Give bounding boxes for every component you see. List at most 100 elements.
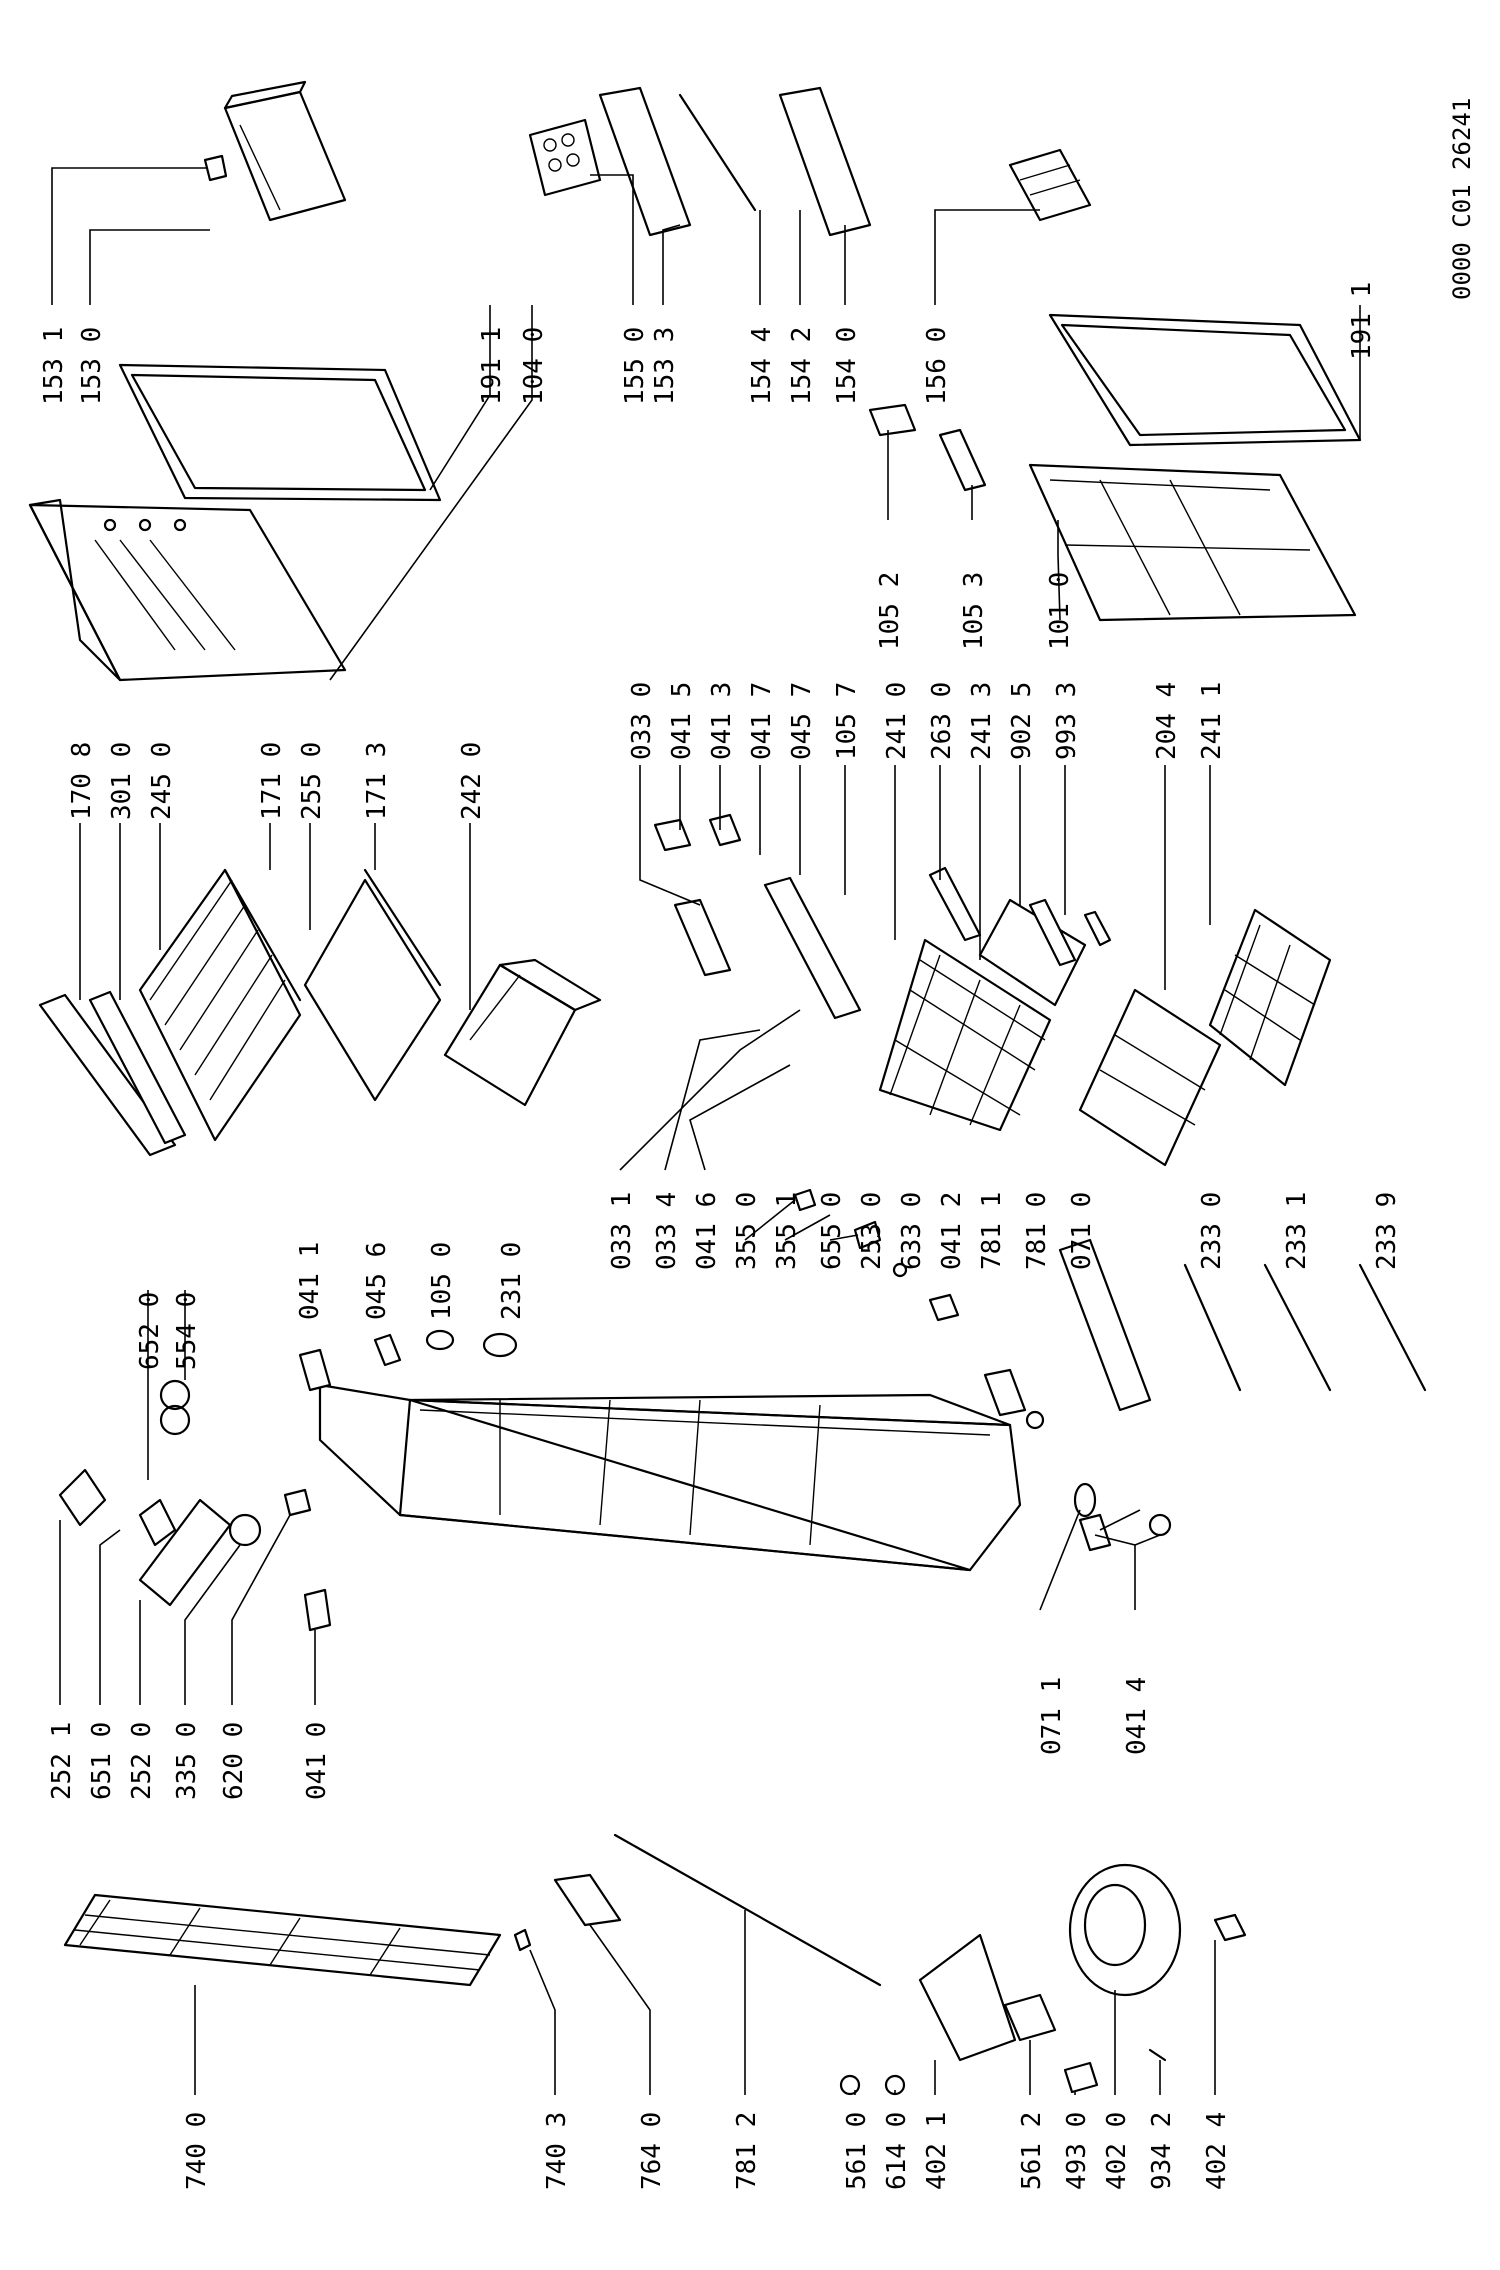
part-041-2	[928, 1293, 960, 1322]
label-204-4: 204 4	[1152, 682, 1182, 760]
label-155-0: 155 0	[620, 327, 650, 405]
label-781-0: 781 0	[1022, 1192, 1052, 1270]
part-633-0	[892, 1262, 908, 1278]
bulb-620-0	[283, 1488, 312, 1517]
hinge-105-3	[938, 428, 987, 492]
label-402-0: 402 0	[1102, 2112, 1132, 2190]
label-041-6: 041 6	[692, 1192, 722, 1270]
label-263-0: 263 0	[927, 682, 957, 760]
flap-902-5	[1028, 898, 1077, 967]
label-101-0: 101 0	[1045, 572, 1075, 650]
rod-154-4	[678, 93, 757, 212]
label-242-0: 242 0	[457, 742, 487, 820]
label-652-0: 652 0	[135, 1292, 165, 1370]
label-902-5: 902 5	[1007, 682, 1037, 760]
label-041-5: 041 5	[667, 682, 697, 760]
label-191-1: 191 1	[477, 327, 507, 405]
spring-554-0	[159, 1379, 191, 1436]
label-104-0: 104 0	[519, 327, 549, 405]
relay-561-2	[1003, 1993, 1057, 2042]
label-191-1-b: 191 1	[1347, 282, 1377, 360]
shelf-trim-170-8	[38, 993, 177, 1157]
label-171-3: 171 3	[362, 742, 392, 820]
label-355-1: 355 1	[772, 1192, 802, 1270]
foot-041-4	[1078, 1513, 1172, 1552]
label-301-0: 301 0	[107, 742, 137, 820]
label-033-4: 033 4	[652, 1192, 682, 1270]
part-355-0	[793, 1188, 817, 1212]
label-105-7: 105 7	[832, 682, 862, 760]
rail-233-0	[1183, 1263, 1242, 1392]
thermostat-652-0	[138, 1498, 177, 1547]
shelf-strip-171-0	[223, 868, 302, 1002]
door-gasket-191-1	[118, 363, 442, 502]
label-241-3: 241 3	[967, 682, 997, 760]
label-105-2: 105 2	[875, 572, 905, 650]
label-740-3: 740 3	[542, 2112, 572, 2190]
freezer-door-gasket-191-1	[1048, 313, 1362, 447]
cabinet	[318, 1383, 1022, 1572]
label-934-2: 934 2	[1147, 2112, 1177, 2190]
shelf-strip-171-3	[363, 868, 442, 987]
label-153-1: 153 1	[39, 327, 69, 405]
hinge-041-1	[298, 1348, 332, 1392]
label-335-0: 335 0	[172, 1722, 202, 1800]
document-code: 0000 C01 26241	[1448, 98, 1476, 300]
label-071-0: 071 0	[1067, 1192, 1097, 1270]
label-493-0: 493 0	[1062, 2112, 1092, 2190]
part-drawings	[28, 80, 1427, 2096]
label-170-8: 170 8	[67, 742, 97, 820]
grommet-402-4	[1213, 1913, 1247, 1942]
flap-993-3	[1083, 910, 1112, 947]
label-561-2: 561 2	[1017, 2112, 1047, 2190]
label-041-0: 041 0	[302, 1722, 332, 1800]
condenser-740-0	[63, 1893, 502, 1987]
label-153-3: 153 3	[650, 327, 680, 405]
capacitor-493-0	[1063, 2061, 1099, 2094]
label-781-1: 781 1	[977, 1192, 1007, 1270]
label-041-3: 041 3	[707, 682, 737, 760]
door-liner-104-0	[28, 498, 347, 682]
filter-740-3	[513, 1928, 532, 1952]
label-651-0: 651 0	[87, 1722, 117, 1800]
part-253-0	[853, 1220, 882, 1250]
label-045-7: 045 7	[787, 682, 817, 760]
freezer-door-101-0	[1028, 463, 1357, 622]
label-245-0: 245 0	[147, 742, 177, 820]
part-781-1	[983, 1368, 1027, 1417]
ice-tray-156-0	[1008, 148, 1092, 222]
label-233-1: 233 1	[1282, 1192, 1312, 1270]
label-033-1: 033 1	[607, 1192, 637, 1270]
label-105-3: 105 3	[959, 572, 989, 650]
label-154-2: 154 2	[787, 327, 817, 405]
glass-shelf-255-0	[303, 878, 442, 1102]
door-shelf-154-0	[778, 86, 872, 237]
label-402-1: 402 1	[922, 2112, 952, 2190]
label-241-0: 241 0	[882, 682, 912, 760]
wire-shelf-245-0	[138, 868, 302, 1142]
drawer-204-4	[1078, 988, 1222, 1167]
basket-241-1	[1208, 908, 1332, 1087]
label-655-0: 655 0	[817, 1192, 847, 1270]
label-156-0: 156 0	[922, 327, 952, 405]
control-033-0	[673, 898, 732, 977]
hinge-105-2	[868, 403, 917, 437]
label-241-1: 241 1	[1197, 682, 1227, 760]
label-041-4: 041 4	[1122, 1677, 1152, 1755]
part-105-0	[425, 1329, 455, 1351]
door-shelf-153-0	[223, 80, 347, 222]
rail-071-0	[1058, 1238, 1152, 1412]
label-041-1: 041 1	[295, 1242, 325, 1320]
rail-233-9	[1358, 1263, 1427, 1392]
door-shelf-153-3	[598, 86, 692, 237]
label-255-0: 255 0	[297, 742, 327, 820]
bracket-041-3	[708, 813, 742, 847]
foot-071-1	[1073, 1482, 1097, 1518]
label-781-2: 781 2	[732, 2112, 762, 2190]
label-554-0: 554 0	[172, 1292, 202, 1370]
knob-335-0	[228, 1513, 262, 1547]
egg-tray-155-0	[528, 118, 602, 197]
bracket-041-5	[653, 818, 692, 852]
part-231-0	[482, 1332, 518, 1358]
leader-lines	[51, 167, 1361, 2095]
